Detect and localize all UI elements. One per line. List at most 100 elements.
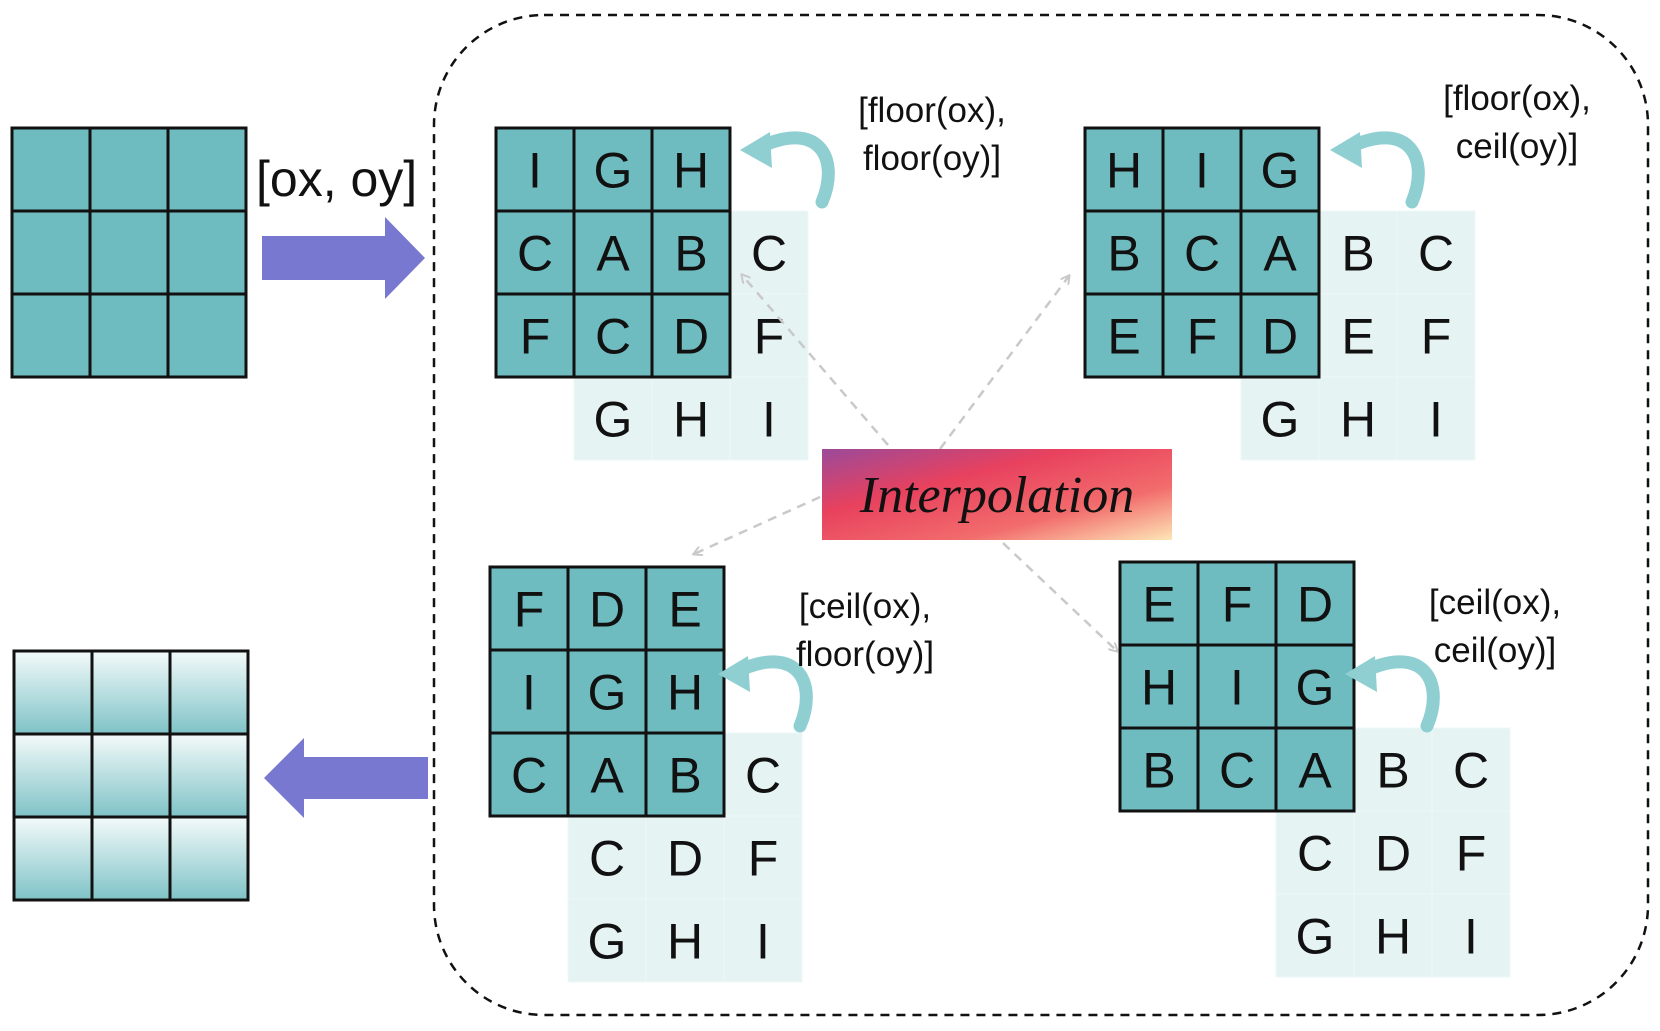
shifted-cell-label: F <box>1222 577 1253 633</box>
output-grid-cell <box>12 815 94 902</box>
shifted-cell-label: D <box>673 309 709 365</box>
rotation-arrowhead-icon <box>718 656 750 692</box>
background-cell-label: G <box>1296 909 1335 965</box>
connector-to-ceil-ceil <box>1002 542 1117 651</box>
background-cell <box>1396 293 1476 378</box>
shifted-cell-label: H <box>1106 143 1142 199</box>
background-cell-label: G <box>588 914 627 970</box>
shifted-cell <box>1239 126 1321 213</box>
background-cell-label: F <box>1456 826 1487 882</box>
shifted-cell <box>1083 126 1165 213</box>
shifted-cell <box>1274 726 1356 813</box>
offset-label-line: ceil(oy)] <box>1434 631 1557 670</box>
shifted-cell <box>494 209 576 296</box>
shift-offset-label: [ox, oy] <box>256 151 417 207</box>
shifted-cell-label: A <box>1263 226 1297 282</box>
background-cell <box>645 898 725 983</box>
offset-label-line: [floor(ox), <box>858 91 1006 130</box>
input-grid-cell <box>88 126 170 213</box>
shifted-cell-label: E <box>668 582 701 638</box>
shifted-cell-label: C <box>1184 226 1220 282</box>
shifted-cell-label: I <box>522 665 536 721</box>
background-cell-label: F <box>748 831 779 887</box>
input-grid-cell <box>10 126 92 213</box>
shifted-cell <box>488 648 570 735</box>
background-cell <box>1318 376 1398 461</box>
forward-arrow <box>262 217 425 299</box>
shifted-cell <box>1274 643 1356 730</box>
shifted-cell <box>572 209 654 296</box>
background-cell-label: H <box>1340 392 1376 448</box>
shifted-cell <box>1161 126 1243 213</box>
rotation-arrow-icon <box>729 655 813 733</box>
shifted-cell-label: A <box>596 226 630 282</box>
shifted-cell-label: G <box>1261 143 1300 199</box>
input-grid-cell <box>10 209 92 296</box>
background-cell-label: C <box>751 226 787 282</box>
background-cell <box>723 732 803 817</box>
background-cell <box>729 376 809 461</box>
background-cell-label: I <box>762 392 776 448</box>
background-cell-label: D <box>667 831 703 887</box>
background-cell-label: D <box>1375 826 1411 882</box>
shifted-cell-label: C <box>511 748 547 804</box>
output-grid-cell <box>90 732 172 819</box>
shifted-cell <box>650 292 732 379</box>
shifted-cell-label: G <box>1296 660 1335 716</box>
shifted-cell-label: B <box>668 748 701 804</box>
shifted-cell-label: H <box>1141 660 1177 716</box>
background-cell <box>1431 727 1511 812</box>
offset-label-line: [ceil(ox), <box>799 587 931 626</box>
output-grid-cell <box>12 732 94 819</box>
shifted-cell <box>1239 209 1321 296</box>
background-cell <box>1275 893 1355 978</box>
background-cell <box>1396 376 1476 461</box>
offset-label-line: floor(oy)] <box>796 635 934 674</box>
rotation-arrow-icon <box>751 131 835 209</box>
background-cell-label: I <box>1464 909 1478 965</box>
background-cell-label: F <box>754 309 785 365</box>
background-cell <box>723 815 803 900</box>
connector-to-floor-floor <box>742 275 889 446</box>
shifted-cell <box>1118 560 1200 647</box>
interpolation-label: Interpolation <box>859 467 1134 524</box>
interpolation-group-boundary <box>432 13 1650 1017</box>
shifted-cell-label: A <box>1298 743 1332 799</box>
offset-label-line: floor(oy)] <box>863 139 1001 178</box>
connector-to-ceil-floor <box>694 495 821 554</box>
input-grid-cell <box>10 292 92 379</box>
background-cell-label: C <box>589 831 625 887</box>
shifted-cell-label: B <box>1107 226 1140 282</box>
shifted-cell-label: H <box>673 143 709 199</box>
output-grid-cell <box>168 732 250 819</box>
offset-label-line: ceil(oy)] <box>1456 127 1579 166</box>
background-cell-label: G <box>1261 392 1300 448</box>
shifted-cell-label: C <box>595 309 631 365</box>
input-grid-cell <box>88 209 170 296</box>
output-feature-grid <box>12 649 250 902</box>
shifted-cell-label: I <box>1195 143 1209 199</box>
background-cell <box>1396 210 1476 295</box>
rotation-arrowhead-icon <box>1330 132 1362 168</box>
shifted-cell-label: E <box>1107 309 1140 365</box>
background-cell-label: F <box>1421 309 1452 365</box>
shifted-cell-label: B <box>674 226 707 282</box>
output-grid-cell <box>90 815 172 902</box>
shifted-cell <box>644 565 726 652</box>
output-grid-cell <box>12 649 94 736</box>
shifted-cell <box>566 565 648 652</box>
background-cell-label: H <box>673 392 709 448</box>
background-cell-label: G <box>594 392 633 448</box>
background-cell-label: B <box>1341 226 1374 282</box>
shifted-cell-label: G <box>588 665 627 721</box>
shifted-cell-label: H <box>667 665 703 721</box>
input-grid-cell <box>166 209 248 296</box>
background-cell <box>1353 727 1433 812</box>
background-cell <box>723 898 803 983</box>
shifted-cell-label: F <box>514 582 545 638</box>
shifted-cell-label: D <box>1262 309 1298 365</box>
input-grid-cell <box>166 126 248 213</box>
background-cell <box>567 898 647 983</box>
